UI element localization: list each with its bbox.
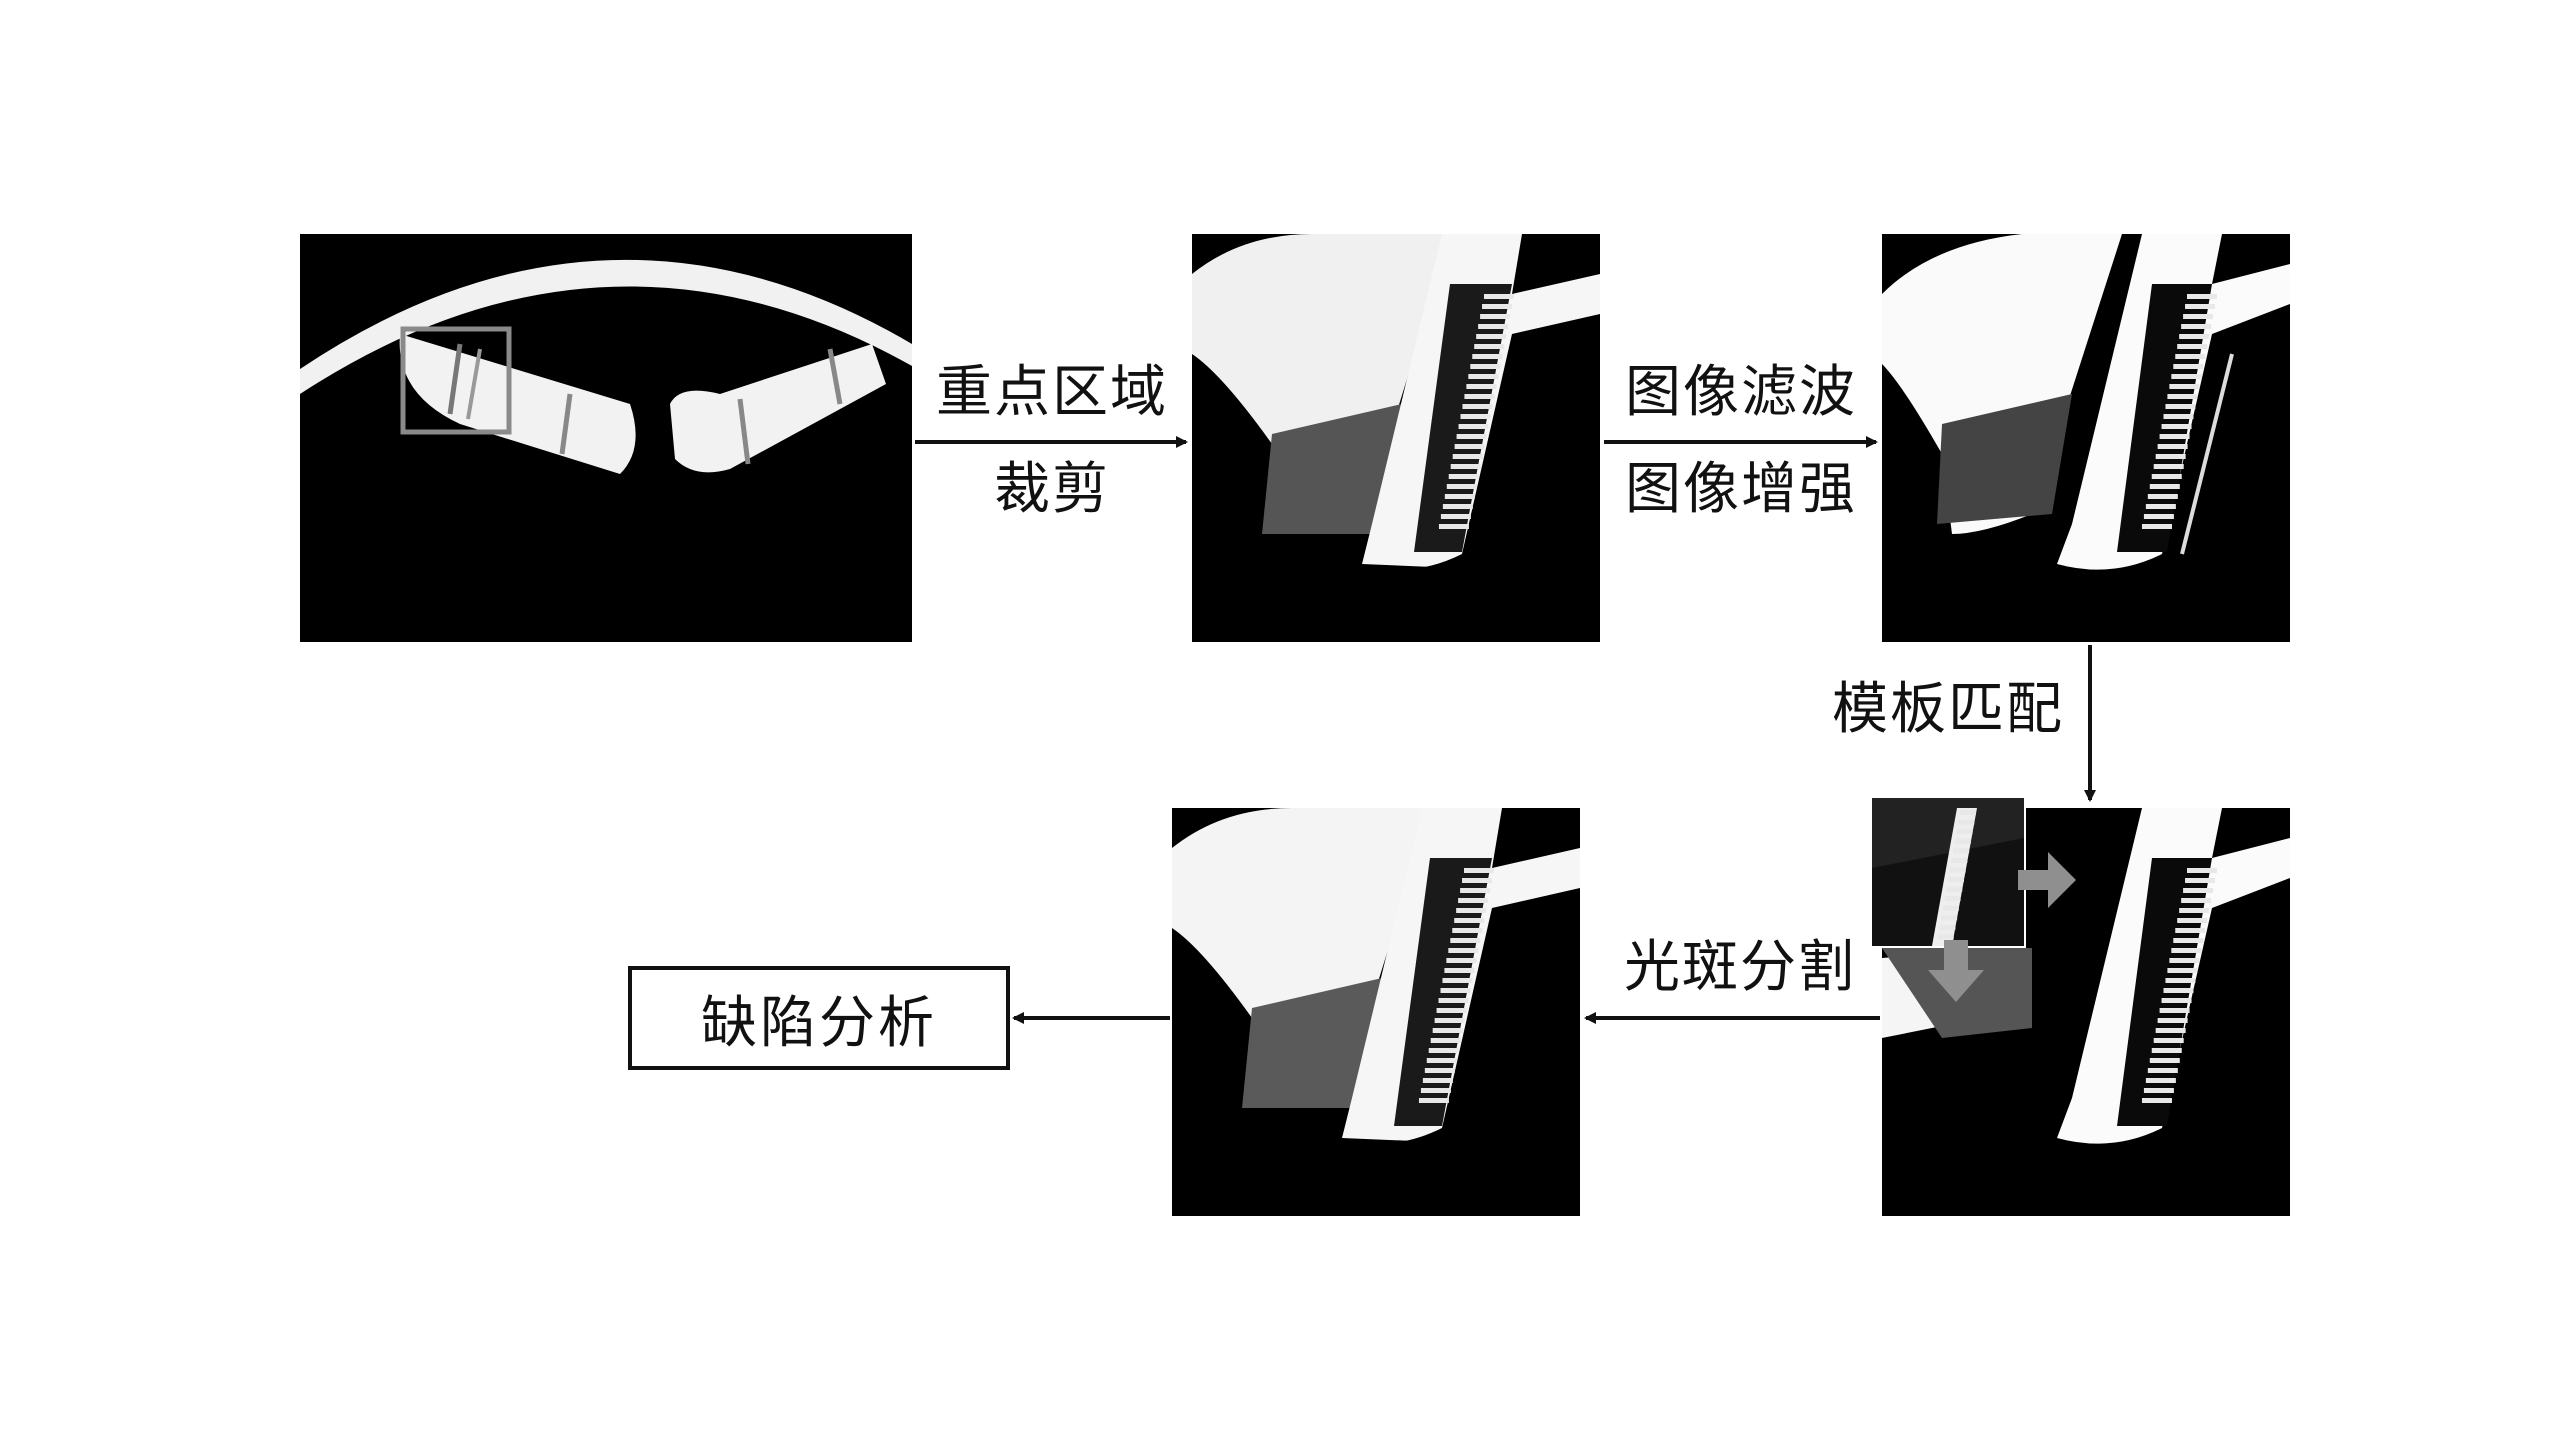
enhanced-image [1882, 234, 2290, 642]
crop-label-line1: 重点区域 [936, 360, 1168, 425]
match-label: 模板匹配 [1832, 677, 2064, 742]
teeth-pattern [2141, 294, 2217, 529]
shift-right-arrow-icon [2018, 852, 2076, 908]
teeth-pattern [1937, 810, 1976, 940]
enhanced-image-graphic [1882, 234, 2290, 642]
defect-analysis-label: 缺陷分析 [701, 990, 937, 1056]
teeth-pattern [2141, 868, 2217, 1103]
teeth-pattern [1418, 868, 1494, 1103]
teeth-pattern [1438, 294, 1514, 529]
original-image [300, 234, 912, 642]
template-image-graphic [1872, 798, 2024, 946]
cropped-image-graphic [1192, 234, 1600, 642]
crop-label-line2: 裁剪 [994, 457, 1110, 522]
segmented-image [1172, 808, 1580, 1216]
segmented-image-graphic [1172, 808, 1580, 1216]
original-image-graphic [300, 234, 912, 642]
defect-analysis-box: 缺陷分析 [628, 966, 1010, 1070]
filter-label-line1: 图像滤波 [1625, 360, 1857, 425]
filter-label-line2: 图像增强 [1625, 457, 1857, 522]
template-image [1870, 796, 2026, 948]
shift-down-arrow-icon [1928, 940, 1984, 1002]
segment-label: 光斑分割 [1624, 935, 1856, 1000]
cropped-image [1192, 234, 1600, 642]
